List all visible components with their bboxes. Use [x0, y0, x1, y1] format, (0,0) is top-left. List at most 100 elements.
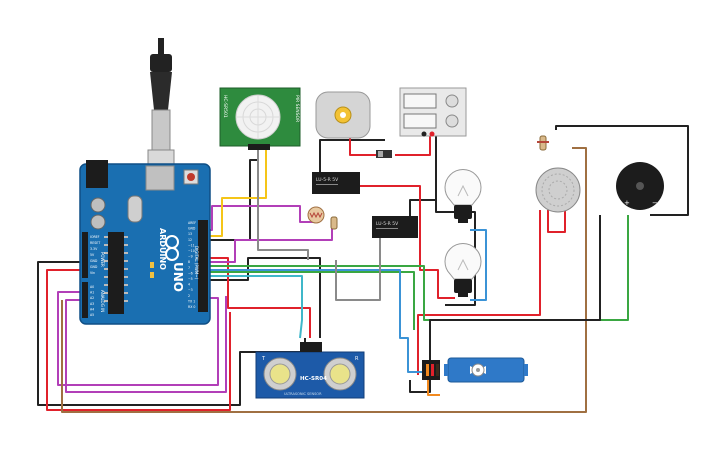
buzzer-minus: −	[652, 199, 658, 207]
wire-black-6[interactable]	[435, 135, 476, 306]
analog-pin-label: A4	[90, 307, 94, 311]
psu-knob-icon[interactable]	[445, 114, 459, 128]
digital-pin-label: AREF	[188, 221, 196, 225]
pir-label-right: PIR SENSOR	[294, 95, 300, 122]
wire-black-9[interactable]	[429, 215, 601, 360]
gas-sensor[interactable]	[535, 167, 581, 213]
ultrasonic-sensor[interactable]: T R HC-SR04 ULTRASONIC SENSOR	[255, 342, 365, 399]
analog-section-label: ANALOG IN	[100, 290, 105, 312]
wire-gray-1[interactable]	[257, 145, 309, 260]
power-section-label: POWER	[100, 252, 105, 267]
digital-pin-label: 13	[188, 232, 192, 236]
light-bulb-1[interactable]	[444, 169, 482, 223]
power-pin-label: IOREF	[90, 235, 100, 239]
sonar-model: HC-SR04	[300, 376, 327, 382]
power-pin-label: RESET	[90, 241, 100, 245]
arduino-uno-board[interactable]: ARDUINO UNO AREFGND1312~11~10~987~6~54~3…	[79, 160, 211, 325]
sonar-label-t: T	[261, 356, 266, 362]
light-bulb-2[interactable]	[444, 243, 482, 297]
power-header	[82, 232, 88, 278]
power-pin-label: GND	[90, 259, 98, 263]
power-supply[interactable]	[399, 87, 467, 137]
wire-red-5[interactable]	[417, 210, 541, 375]
digital-header	[198, 220, 208, 312]
digital-pin-label: ~11	[188, 243, 195, 247]
usb-cable	[147, 38, 175, 173]
relay-1-label: LU-5-R 5V	[316, 177, 339, 183]
wire-black-2[interactable]	[207, 145, 259, 241]
piezo-buzzer[interactable]: + −	[616, 162, 664, 210]
digital-pin-label: GND	[188, 227, 196, 231]
capacitor-icon	[90, 214, 106, 230]
arduino-model: UNO	[171, 262, 185, 292]
wire-purple-1[interactable]	[208, 205, 318, 231]
sonar-label-r: R	[355, 356, 359, 362]
digital-pin-label: 8	[188, 260, 190, 264]
power-pin-label: Vin	[90, 271, 95, 275]
digital-pin-label: ~10	[188, 249, 195, 253]
digital-pin-label: ~3	[188, 288, 193, 292]
photoresistor[interactable]	[307, 206, 325, 224]
servo-motor[interactable]	[422, 357, 528, 383]
digital-pin-label: 12	[188, 238, 192, 242]
digital-pin-label: TX 1	[187, 299, 195, 303]
analog-pin-label: A3	[90, 302, 94, 306]
psu-display-2	[403, 113, 437, 129]
pir-label-left: HC-SR501	[222, 95, 228, 118]
dc-motor[interactable]	[315, 91, 371, 139]
wire-green-1[interactable]	[208, 215, 629, 321]
digital-section-label: DIGITAL (PWM~)	[194, 246, 199, 280]
wire-blue-1[interactable]	[208, 269, 432, 373]
wire-purple-3[interactable]	[57, 291, 219, 386]
wire-red-2[interactable]	[395, 135, 431, 156]
wire-yellow-1[interactable]	[208, 145, 267, 237]
relay-1[interactable]: LU-5-R 5V	[312, 172, 360, 194]
analog-pin-label: A1	[90, 291, 94, 295]
buzzer-plus: +	[624, 199, 630, 207]
wire-black-5[interactable]	[555, 125, 689, 216]
wire-black-7[interactable]	[208, 257, 321, 338]
wire-red-3[interactable]	[360, 185, 455, 299]
wire-green-2[interactable]	[208, 271, 415, 330]
relay-2[interactable]: LU-5-R 5V	[372, 216, 418, 238]
wire-gray-2[interactable]	[335, 228, 381, 301]
wires	[37, 125, 689, 413]
wire-black-4[interactable]	[409, 372, 431, 393]
power-pin-label: 5V	[90, 253, 95, 257]
arduino-brand: ARDUINO	[158, 228, 167, 270]
pir-sensor[interactable]: HC-SR501 PIR SENSOR	[219, 87, 301, 150]
wire-red-6[interactable]	[547, 210, 566, 233]
resistor-1[interactable]	[330, 216, 338, 230]
wire-black-3[interactable]	[319, 139, 385, 178]
psu-display-1	[403, 93, 437, 109]
digital-pin-label: 4	[188, 283, 190, 287]
tx-led	[150, 262, 154, 268]
analog-pin-label: A0	[90, 285, 94, 289]
psu-knob-icon[interactable]	[445, 94, 459, 108]
analog-pin-label: A5	[90, 313, 94, 317]
relay-2-label: LU-5-R 5V	[376, 221, 399, 227]
wire-red-1[interactable]	[349, 138, 380, 156]
power-jack	[86, 160, 108, 188]
wire-purple-4[interactable]	[65, 296, 227, 393]
arduino-logo-icon	[165, 235, 179, 261]
usb-socket	[145, 165, 175, 191]
wire-brown-1[interactable]	[61, 147, 587, 413]
slide-switch[interactable]	[376, 150, 392, 158]
resistor-2[interactable]	[537, 135, 549, 151]
wire-cyan-1[interactable]	[208, 275, 303, 339]
sonar-bottom-text: ULTRASONIC SENSOR	[284, 392, 322, 396]
analog-pin-label: A2	[90, 296, 94, 300]
chip-legs	[104, 236, 128, 302]
wire-red-4[interactable]	[208, 257, 311, 338]
wire-red-7[interactable]	[46, 269, 231, 411]
wire-blue-2[interactable]	[470, 229, 487, 301]
analog-header	[82, 282, 88, 318]
power-pin-label: GND	[90, 265, 98, 269]
wire-purple-2[interactable]	[208, 225, 333, 263]
wire-orange-1[interactable]	[427, 380, 440, 396]
